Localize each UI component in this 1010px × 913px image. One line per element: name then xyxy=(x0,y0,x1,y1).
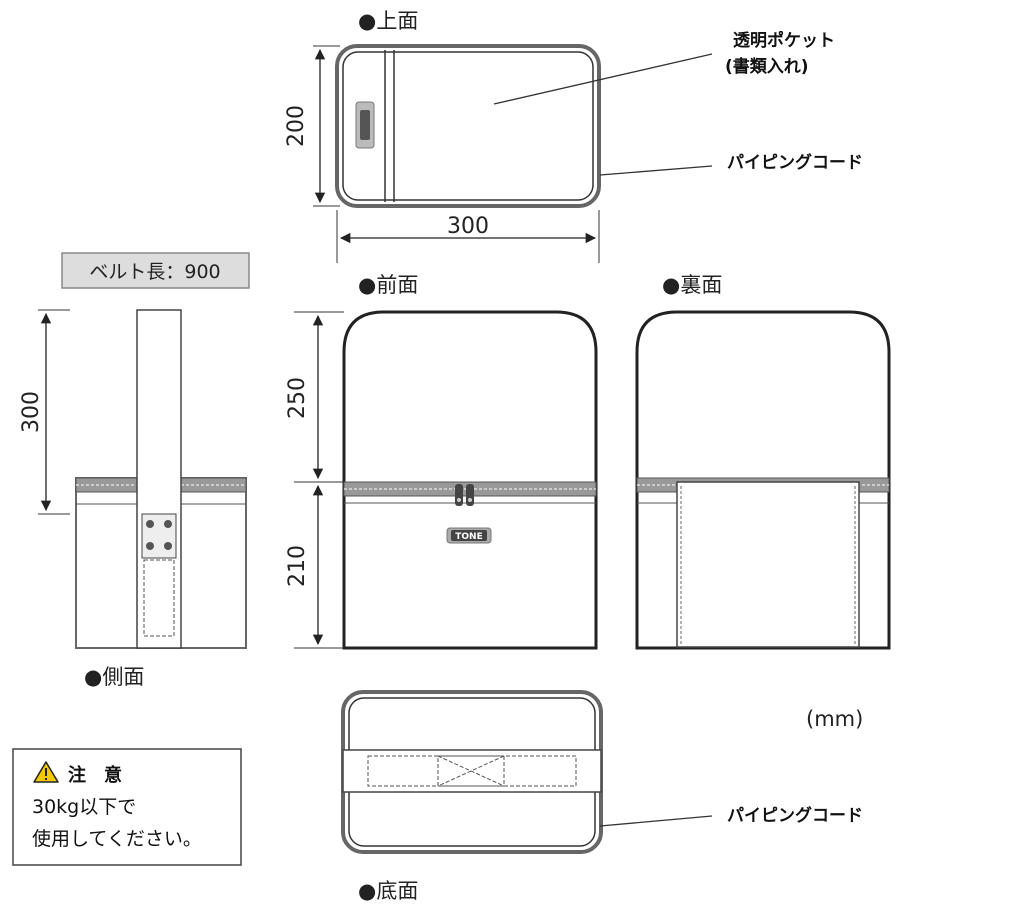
side-height-value: 300 xyxy=(19,391,44,433)
front-logo-text: TONE xyxy=(455,532,482,542)
caution-title: 注 意 xyxy=(68,764,122,786)
zipper-pulls xyxy=(455,484,474,506)
top-view-outline xyxy=(335,44,601,208)
top-logo-badge xyxy=(355,101,375,149)
top-view-inner-edge xyxy=(342,51,594,201)
top-height-value: 200 xyxy=(284,105,309,147)
piping-leader-line-bottom xyxy=(599,815,713,827)
front-view: ●前面 TONE 250 210 xyxy=(285,273,598,650)
unit-label: (mm) xyxy=(806,707,863,731)
caution-line1: 30kg以下で xyxy=(32,796,136,818)
belt-rivets xyxy=(141,513,177,637)
bottom-view-label: ●底面 xyxy=(358,879,418,903)
piping-leader-line-top xyxy=(599,165,713,176)
caution-line2: 使用してください。 xyxy=(32,828,202,850)
piping-callout-bottom: パイピングコード xyxy=(727,805,863,826)
front-upper-value: 250 xyxy=(285,377,310,419)
side-view-label: ●側面 xyxy=(84,665,144,689)
piping-callout-top: パイピングコード xyxy=(727,152,863,173)
caution-box: 注 意 30kg以下で 使用してください。 xyxy=(12,748,242,866)
front-view-label: ●前面 xyxy=(358,273,418,297)
bottom-x-stitch xyxy=(437,755,505,787)
belt-length-badge: ベルト長：900 xyxy=(61,252,250,289)
pocket-callout-line2: (書類入れ) xyxy=(725,56,809,77)
bottom-view: パイピングコード ●底面 xyxy=(341,690,863,903)
warning-icon xyxy=(33,761,59,783)
belt-length-label: ベルト長：900 xyxy=(89,261,220,283)
back-pocket xyxy=(676,481,860,648)
front-logo-badge: TONE xyxy=(446,527,492,544)
top-view-label: ●上面 xyxy=(358,9,418,33)
pocket-callout-line1: 透明ポケット xyxy=(733,30,835,51)
back-view: ●裏面 xyxy=(635,273,891,650)
top-width-value: 300 xyxy=(447,214,489,239)
front-body-outline xyxy=(342,310,598,650)
pocket-leader-line xyxy=(493,53,713,105)
front-lower-value: 210 xyxy=(285,545,310,587)
side-view: ベルト長：900 300 ●側面 xyxy=(19,252,250,689)
top-view: ●上面 200 300 透明ポケット (書類入れ) パイピングコード xyxy=(284,9,863,263)
back-view-label: ●裏面 xyxy=(662,273,722,297)
